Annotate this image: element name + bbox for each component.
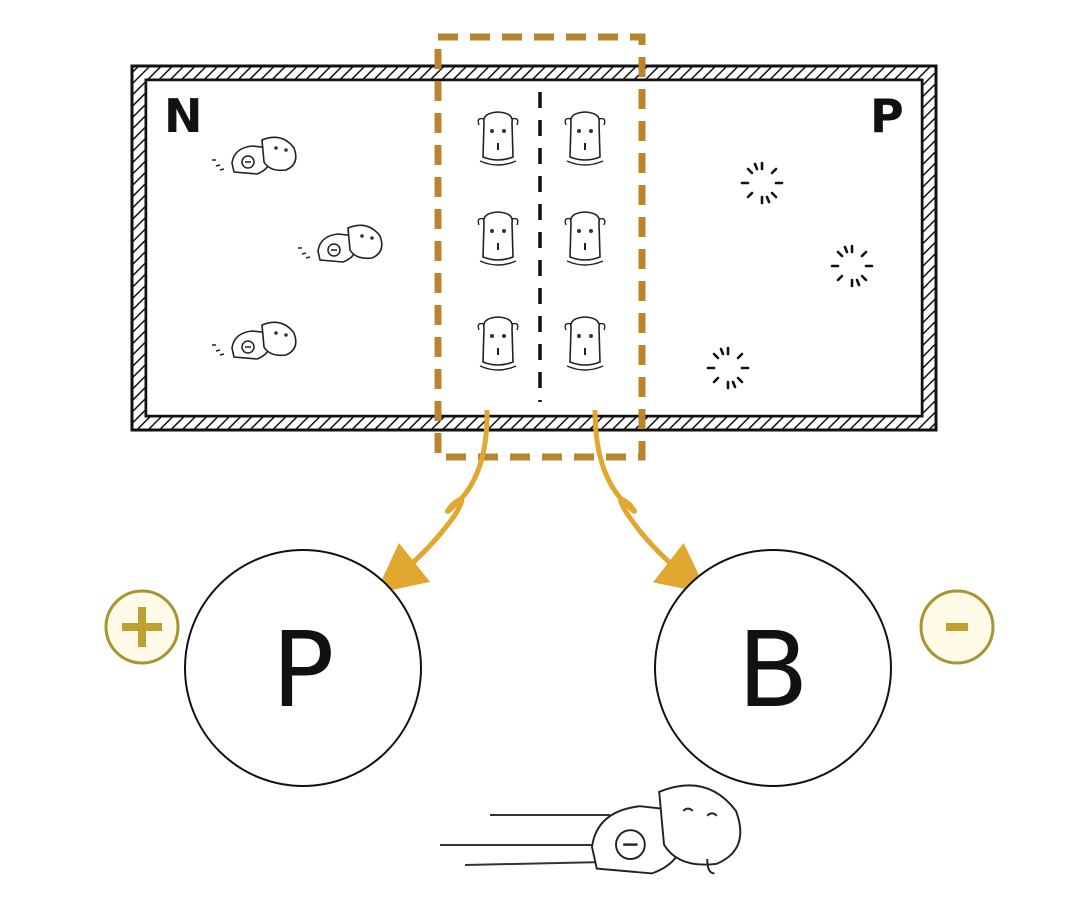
semiconductor-bar: [130, 64, 938, 432]
terminal-b-circle: [654, 549, 892, 787]
curved-arrow-icon: [592, 409, 708, 594]
dog-ion-icon: [477, 111, 519, 166]
dog-ion-icon: [477, 211, 519, 266]
n-region-label: N: [164, 89, 203, 143]
terminal-b-label: B: [737, 609, 808, 731]
dog-ion-icon: [564, 316, 606, 371]
dog-ion-icon: [477, 316, 519, 371]
curved-arrow-icon: [375, 409, 490, 594]
plus-icon: [104, 589, 180, 665]
terminal-p-circle: [184, 549, 422, 787]
dog-ion-icon: [564, 111, 606, 166]
p-region-label: P: [870, 89, 904, 143]
terminal-p-label: P: [272, 609, 335, 731]
depletion-region-box: [434, 33, 646, 461]
minus-icon: [919, 589, 995, 665]
dog-electron-icon: [591, 784, 742, 875]
dog-ion-icon: [564, 211, 606, 266]
running-dog-electron: [440, 784, 742, 875]
